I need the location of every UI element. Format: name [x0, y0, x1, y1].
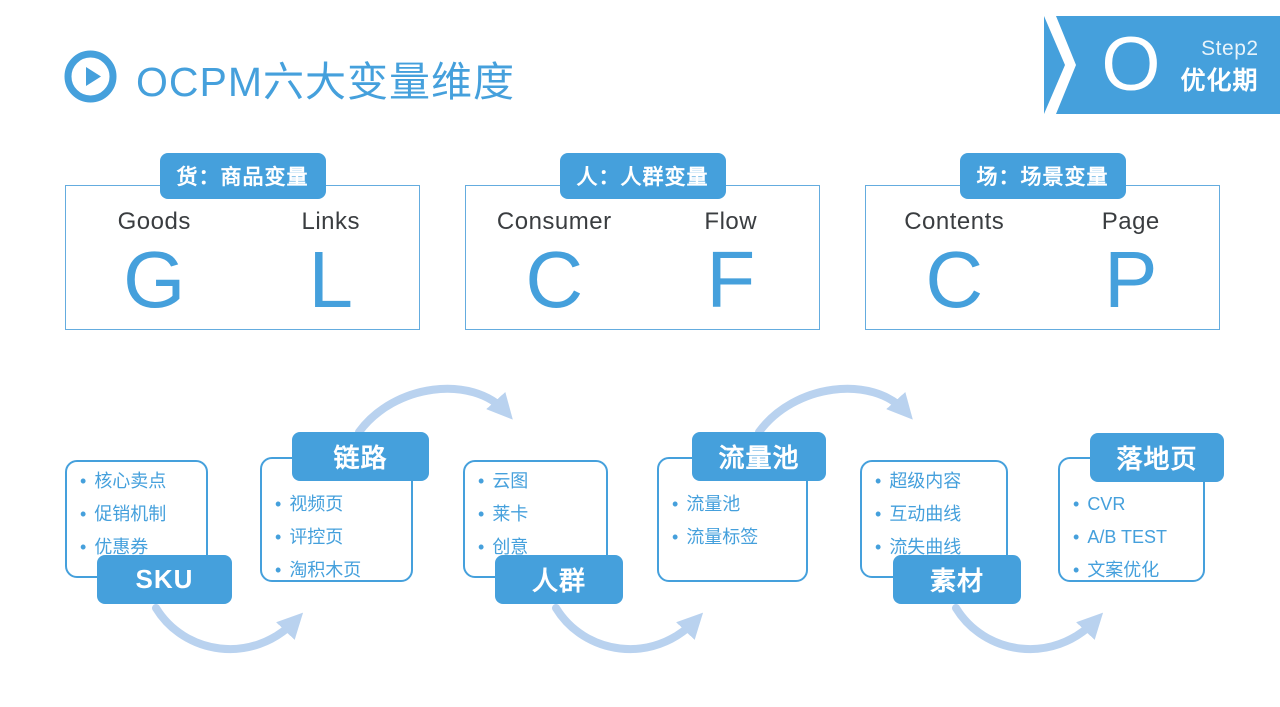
dimension-column: Goods G [66, 186, 243, 329]
flow-item: 互动曲线 [875, 505, 1006, 523]
play-icon [64, 50, 117, 103]
flow-item: 评控页 [275, 528, 411, 546]
flow-stage-label: 落地页 [1090, 433, 1224, 482]
dimension-column: Contents C [866, 186, 1043, 329]
banner-letter: O [1101, 21, 1161, 107]
curve-arrow-down-3 [952, 604, 1104, 654]
flow-stage-label: 链路 [292, 432, 429, 481]
dimension-box-consumer: 人：人群变量 Consumer C Flow F [465, 153, 820, 330]
dimension-word: Consumer [496, 208, 612, 235]
dimension-column: Page P [1043, 186, 1220, 329]
flow-item-list: 视频页 评控页 淘积木页 [262, 459, 411, 579]
curve-arrow-up-2 [755, 384, 913, 436]
curve-arrow-down-2 [552, 604, 704, 654]
flow-item: 核心卖点 [80, 472, 206, 490]
flow-item: 流量标签 [672, 528, 806, 546]
flow-stage-label: 素材 [893, 555, 1021, 604]
flow-stage-label: SKU [97, 555, 232, 604]
flow-group-audience: 云图 莱卡 创意 人群 [463, 460, 623, 604]
flow-group-sku: 核心卖点 促销机制 优惠券 SKU [65, 460, 232, 604]
dimension-word: Goods [117, 208, 191, 235]
flow-item: 淘积木页 [275, 561, 411, 579]
flow-group-landing-page: 落地页 CVR A/B TEST 文案优化 [1058, 433, 1224, 582]
curve-arrow-down-1 [152, 604, 304, 654]
step-phase: 优化期 [1180, 67, 1259, 95]
dimension-column: Flow F [643, 186, 820, 329]
flow-item-list: CVR A/B TEST 文案优化 [1060, 459, 1203, 579]
curve-arrow-up-1 [355, 384, 513, 436]
banner-content: O Step2 优化期 [1086, 16, 1274, 114]
page-title: OCPM六大变量维度 [136, 59, 515, 105]
flow-stage-label: 流量池 [692, 432, 826, 481]
flow-item: 视频页 [275, 495, 411, 513]
flow-item: A/B TEST [1073, 528, 1203, 546]
banner-ribbon-shape [1044, 16, 1280, 114]
flow-item: 优惠券 [80, 538, 206, 556]
step-banner: O Step2 优化期 [1044, 16, 1280, 114]
flow-item-list: 云图 莱卡 创意 [465, 462, 606, 556]
flow-item: 莱卡 [478, 505, 606, 523]
flow-item: 文案优化 [1073, 561, 1203, 579]
flow-item: 云图 [478, 472, 606, 490]
flow-item: 超级内容 [875, 472, 1006, 490]
dimension-word: Links [301, 208, 361, 235]
dimension-tag: 人：人群变量 [559, 153, 726, 199]
dimension-letter: G [123, 235, 186, 324]
dimension-letter: C [925, 235, 984, 324]
flow-item: 创意 [478, 538, 606, 556]
dimension-box-contents: 场：场景变量 Contents C Page P [865, 153, 1220, 330]
dimension-tag: 货：商品变量 [159, 153, 326, 199]
flow-item-list: 核心卖点 促销机制 优惠券 [67, 462, 206, 556]
dimension-column: Links L [243, 186, 420, 329]
step-number: Step2 [1201, 37, 1259, 60]
dimension-word: Flow [704, 208, 758, 235]
dimension-column: Consumer C [466, 186, 643, 329]
dimension-tag: 场：场景变量 [959, 153, 1126, 199]
flow-item-list: 流量池 流量标签 [659, 459, 806, 546]
flow-group-traffic-pool: 流量池 流量池 流量标签 [657, 432, 826, 582]
flow-item: 流量池 [672, 495, 806, 513]
flow-item: 流失曲线 [875, 538, 1006, 556]
flow-item: CVR [1073, 495, 1203, 513]
banner-step-block: Step2 优化期 [1181, 33, 1259, 97]
flow-item-list: 超级内容 互动曲线 流失曲线 [862, 462, 1006, 556]
dimension-box-goods: 货：商品变量 Goods G Links L [65, 153, 420, 330]
dimension-letter: L [308, 235, 354, 324]
dimension-word: Page [1101, 208, 1160, 235]
flow-item: 促销机制 [80, 505, 206, 523]
dimension-letter: F [706, 235, 756, 324]
dimension-letter: P [1104, 235, 1158, 324]
flow-group-creative: 超级内容 互动曲线 流失曲线 素材 [860, 460, 1021, 604]
flow-group-links: 链路 视频页 评控页 淘积木页 [260, 432, 429, 582]
dimension-letter: C [525, 235, 584, 324]
dimension-word: Contents [904, 208, 1005, 235]
flow-stage-label: 人群 [495, 555, 623, 604]
